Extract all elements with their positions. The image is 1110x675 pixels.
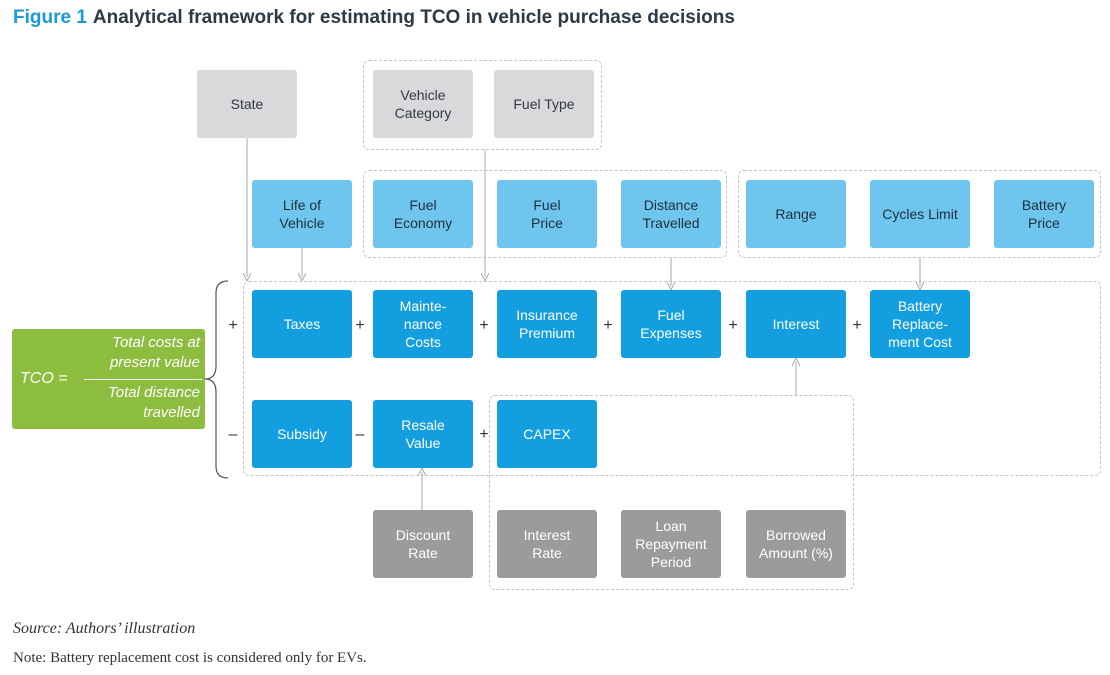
operator-plus: + [479,426,489,443]
tco-label: TCO = [20,370,68,387]
fuel-type-box: Fuel Type [494,70,594,138]
discount-rate-box: Discount Rate [373,510,473,578]
range-box: Range [746,180,846,248]
group-vehicle-fuel [363,60,602,150]
group-cost-components [243,281,1101,476]
interest-box: Interest [746,290,846,358]
taxes-box: Taxes [252,290,352,358]
cycles-limit-box: Cycles Limit [870,180,970,248]
operator-plus: + [603,317,613,334]
tco-formula: TCO = Total costs at present value Total… [12,329,205,429]
fuel-price-box: Fuel Price [497,180,597,248]
distance-travelled-box: Distance Travelled [621,180,721,248]
life-of-vehicle-box: Life of Vehicle [252,180,352,248]
operator-plus: + [228,317,238,334]
source-text: Source: Authors’ illustration [13,620,196,637]
operator-plus: + [728,317,738,334]
note-text: Note: Battery replacement cost is consid… [13,650,367,666]
battery-replacement-cost-box: Battery Replace- ment Cost [870,290,970,358]
vehicle-category-box: Vehicle Category [373,70,473,138]
state-box: State [197,70,297,138]
operator-minus: – [355,426,365,443]
fraction-bar [84,379,202,380]
operator-plus: + [479,317,489,334]
group-fuel-distance [363,170,727,258]
insurance-premium-box: Insurance Premium [497,290,597,358]
figure-label: Figure 1 [13,7,87,28]
maintenance-costs-box: Mainte- nance Costs [373,290,473,358]
fuel-expenses-box: Fuel Expenses [621,290,721,358]
loan-repayment-period-box: Loan Repayment Period [621,510,721,578]
figure-title-text: Analytical framework for estimating TCO … [92,7,735,28]
resale-value-box: Resale Value [373,400,473,468]
fuel-economy-box: Fuel Economy [373,180,473,248]
tco-denominator: Total distance travelled [107,384,200,421]
group-financing [489,395,854,590]
battery-price-box: Battery Price [994,180,1094,248]
borrowed-amount-box: Borrowed Amount (%) [746,510,846,578]
operator-plus: + [355,317,365,334]
group-battery-inputs [738,170,1101,258]
tco-brace [204,280,229,479]
interest-rate-box: Interest Rate [497,510,597,578]
tco-numerator: Total costs at present value [109,334,200,371]
operator-plus: + [852,317,862,334]
capex-box: CAPEX [497,400,597,468]
operator-minus: – [228,426,238,443]
subsidy-box: Subsidy [252,400,352,468]
